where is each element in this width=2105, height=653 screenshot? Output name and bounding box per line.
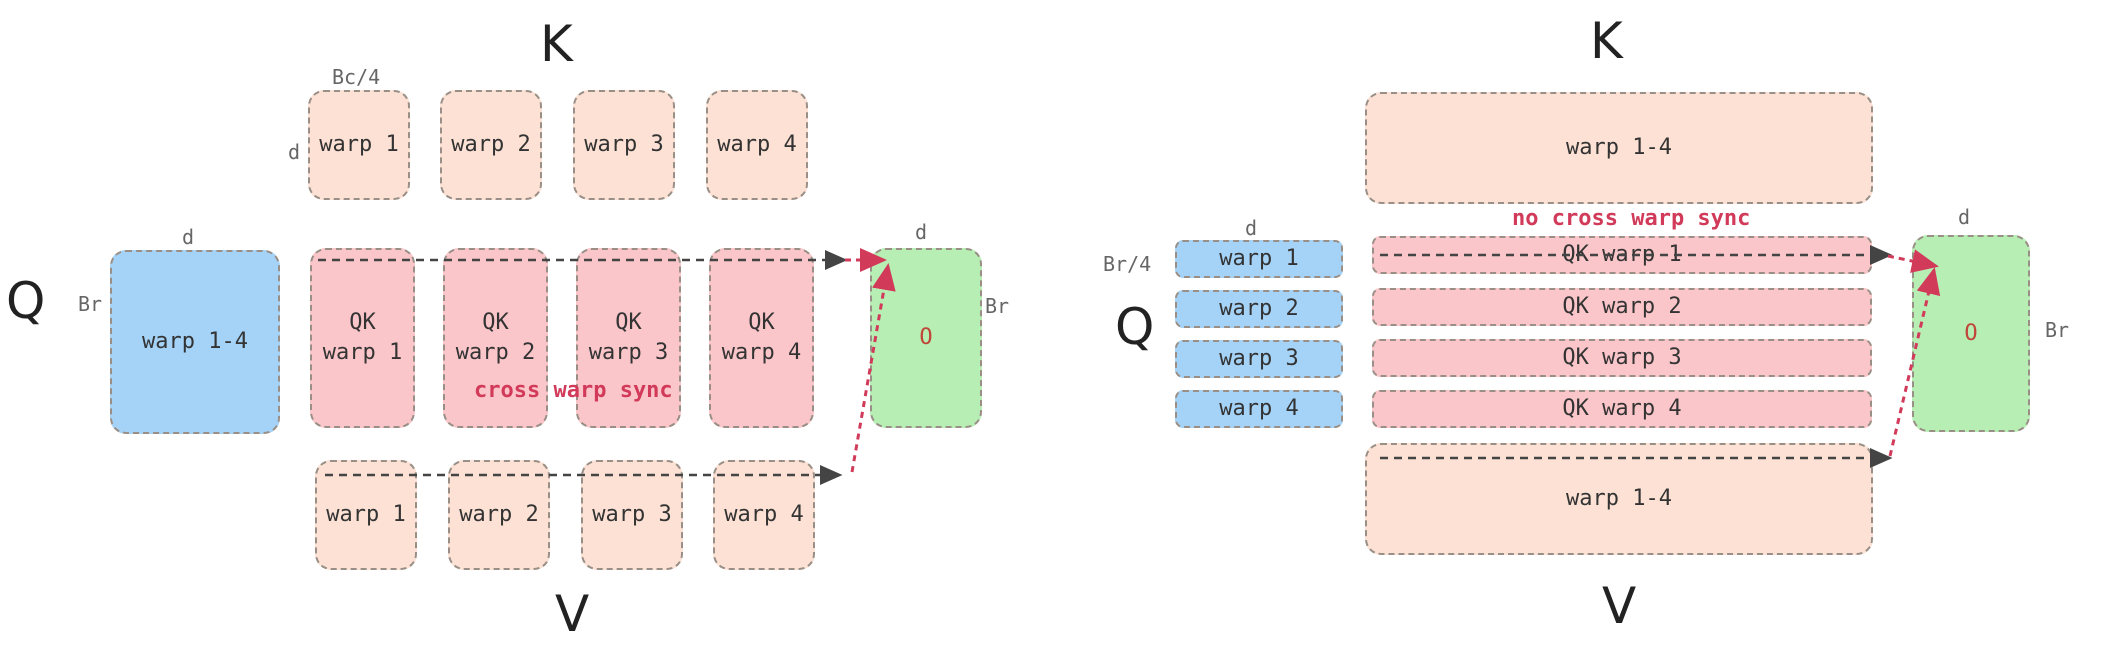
left-qk-warp: QK warp 2 <box>443 248 548 428</box>
right-o-width-dim: d <box>1958 205 1971 229</box>
left-o-width-dim: d <box>915 220 928 244</box>
left-v-warp: warp 4 <box>713 460 815 570</box>
right-q-warp: warp 1 <box>1175 240 1343 278</box>
left-q-label: Q <box>6 272 46 330</box>
left-q-height-dim: Br <box>78 292 103 316</box>
left-k-label: K <box>540 15 573 73</box>
left-o-height-dim: Br <box>985 294 1010 318</box>
right-q-label: Q <box>1115 298 1155 356</box>
right-qk-warp: QK warp 2 <box>1372 288 1872 326</box>
right-qk-warp: QK warp 1 <box>1372 236 1872 274</box>
right-q-warp: warp 4 <box>1175 390 1343 428</box>
right-qk-warp: QK warp 4 <box>1372 390 1872 428</box>
right-q-warp: warp 2 <box>1175 290 1343 328</box>
left-k-warp: warp 4 <box>706 90 808 200</box>
left-k-warp: warp 2 <box>440 90 542 200</box>
right-q-height-dim: Br/4 <box>1103 252 1152 276</box>
right-v-block: warp 1-4 <box>1365 443 1873 555</box>
left-q-block: warp 1-4 <box>110 250 280 434</box>
left-k-warp: warp 1 <box>308 90 410 200</box>
left-qk-warp: QK warp 4 <box>709 248 814 428</box>
right-o-block: O <box>1912 235 2030 432</box>
left-k-warp: warp 3 <box>573 90 675 200</box>
right-q-warp: warp 3 <box>1175 340 1343 378</box>
right-k-block: warp 1-4 <box>1365 92 1873 204</box>
right-qk-warp: QK warp 3 <box>1372 339 1872 377</box>
left-v-warp: warp 3 <box>581 460 683 570</box>
right-sync-label: no cross warp sync <box>1512 206 1751 231</box>
right-k-label: K <box>1590 12 1623 70</box>
left-k-width-dim: Bc/4 <box>332 65 381 89</box>
left-q-width-dim: d <box>182 225 195 249</box>
left-qk-warp: QK warp 3 <box>576 248 681 428</box>
left-v-warp: warp 1 <box>315 460 417 570</box>
left-o-block: O <box>870 248 982 428</box>
right-v-label: V <box>1602 577 1637 635</box>
right-q-width-dim: d <box>1245 216 1258 240</box>
left-qk-warp: QK warp 1 <box>310 248 415 428</box>
left-k-height-dim: d <box>288 140 301 164</box>
left-sync-label: cross warp sync <box>474 378 673 403</box>
right-o-height-dim: Br <box>2045 318 2070 342</box>
left-v-label: V <box>555 585 590 643</box>
left-v-warp: warp 2 <box>448 460 550 570</box>
